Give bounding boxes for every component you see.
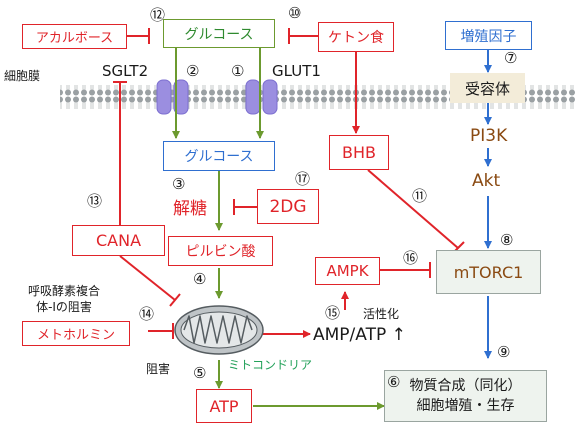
marker-14: ⑭: [139, 305, 155, 323]
sglt2-label: SGLT2: [102, 62, 149, 80]
marker-10: ⑩: [288, 4, 302, 22]
marker-6: ⑥: [387, 373, 401, 391]
metformin-box: メトホルミン: [22, 321, 130, 346]
glucose-outside-box: グルコース: [163, 19, 275, 48]
membrane-label: 細胞膜: [4, 69, 41, 83]
activation-label: 活性化: [363, 307, 400, 321]
marker-12: ⑫: [150, 6, 166, 24]
inhibition-label: 阻害: [146, 362, 171, 376]
bhb-box: BHB: [329, 135, 389, 170]
ampk-box: AMPK: [315, 257, 380, 285]
sglt2-transporter-right: [173, 79, 189, 115]
receptor-box: 受容体: [450, 73, 525, 103]
marker-1: ①: [231, 62, 245, 80]
acarbose-box: アカルボース: [22, 24, 127, 49]
marker-3: ③: [172, 175, 186, 193]
ketogenic-diet-box: ケトン食: [318, 22, 394, 52]
pi3k-label: PI3K: [470, 126, 508, 146]
outcome-box: 物質合成（同化） 細胞増殖・生存: [384, 370, 547, 422]
glut1-label: GLUT1: [272, 62, 321, 80]
mtorc1-box: mTORC1: [436, 250, 541, 294]
complex-i-inhibition-label: 呼吸酵素複合 体-Iの阻害: [28, 284, 101, 314]
marker-17: ⑰: [295, 170, 311, 188]
sglt2-transporter-left: [156, 79, 172, 115]
atp-box: ATP: [196, 389, 252, 423]
glucose-inside-box: グルコース: [163, 141, 275, 171]
2dg-box: 2DG: [257, 189, 319, 224]
inhibition-lines: [113, 28, 465, 339]
marker-2: ②: [186, 62, 200, 80]
akt-label: Akt: [472, 171, 501, 191]
marker-16: ⑯: [403, 249, 419, 267]
growth-factor-box: 増殖因子: [445, 21, 532, 50]
marker-5: ⑤: [193, 364, 207, 382]
pyruvate-box: ピルビン酸: [168, 236, 273, 266]
marker-11: ⑪: [412, 187, 428, 205]
glut1-transporter-right: [262, 79, 278, 115]
metabolic-flow-arrows: [172, 48, 385, 410]
glut1-transporter-left: [245, 79, 261, 115]
mtorc1-label: mTORC1: [453, 262, 524, 282]
amp-atp-ratio-label: AMP/ATP ↑: [313, 325, 406, 345]
glycolysis-label: 解糖: [173, 199, 207, 219]
marker-8: ⑧: [500, 231, 514, 249]
marker-13: ⑬: [87, 192, 103, 210]
marker-7: ⑦: [504, 49, 518, 67]
marker-4: ④: [193, 270, 207, 288]
mitochondria-label: ミトコンドリア: [228, 358, 313, 372]
cana-box: CANA: [72, 225, 165, 256]
marker-9: ⑨: [497, 343, 511, 361]
marker-15: ⑮: [325, 304, 341, 322]
mitochondrion-illustration: [174, 305, 264, 355]
